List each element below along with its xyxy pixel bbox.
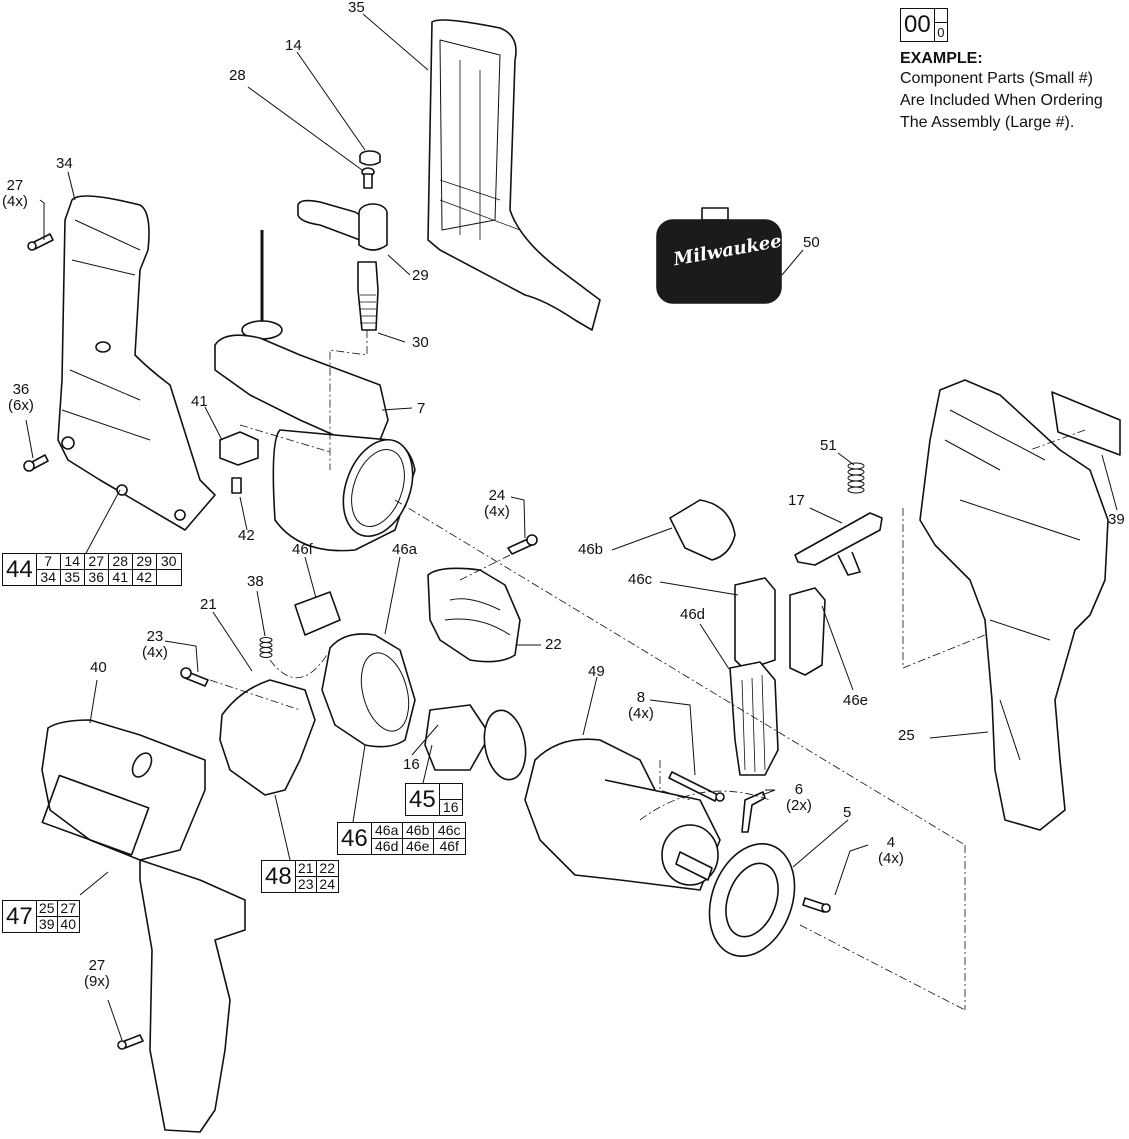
assembly-box-44: 44 7 14 27 28 29 30 34 35 36 41 42 — [2, 553, 182, 586]
callout-39: 39 — [1108, 511, 1125, 528]
part-6-clip — [741, 791, 766, 833]
part-38-spring — [259, 637, 273, 658]
assembly-box-46: 46 46a 46b 46c 46d 46e 46f — [337, 822, 466, 855]
part-46b-board — [669, 499, 736, 561]
callout-27-bottom: 27(9x) — [84, 957, 110, 990]
callout-28: 28 — [229, 67, 246, 84]
part-41-block — [219, 431, 259, 466]
screw-8 — [668, 771, 719, 802]
part-46d-terminal — [729, 661, 779, 776]
part-50-carry-case — [701, 207, 729, 221]
legend-line: Are Included When Ordering — [900, 92, 1103, 109]
callout-16: 16 — [403, 756, 420, 773]
part-46e-trigger — [789, 587, 826, 676]
callout-46a: 46a — [392, 541, 418, 558]
legend-example-box: 00 0 — [900, 8, 948, 42]
callout-4: 4(4x) — [878, 834, 904, 867]
callout-46c: 46c — [628, 571, 653, 588]
assembly-legend: 00 0 EXAMPLE: Component Parts (Small #) … — [900, 8, 1103, 134]
callout-21: 21 — [200, 596, 217, 613]
callout-30: 30 — [412, 334, 429, 351]
part-46c-switch — [734, 577, 776, 671]
callout-5: 5 — [843, 804, 852, 821]
part-7-clamp — [214, 334, 389, 441]
part-30-bolt — [357, 261, 379, 331]
part-34-handle — [57, 195, 216, 531]
callout-40: 40 — [90, 659, 107, 676]
legend-example-small: 0 — [937, 25, 945, 40]
callout-23: 23(4x) — [142, 628, 168, 661]
part-25-housing-half — [919, 379, 1109, 831]
callout-46d: 46d — [680, 606, 706, 623]
callout-51: 51 — [820, 437, 837, 454]
legend-example-big: 00 — [901, 9, 935, 41]
callout-22: 22 — [545, 636, 562, 653]
part-22-bracket — [427, 567, 521, 663]
callout-17: 17 — [788, 492, 805, 509]
callout-25: 25 — [898, 727, 915, 744]
callout-35: 35 — [348, 0, 365, 16]
callout-46b: 46b — [578, 541, 604, 558]
callout-41: 41 — [191, 393, 208, 410]
part-35-handle-half — [427, 19, 601, 331]
part-51-spring — [847, 462, 865, 494]
legend-line: The Assembly (Large #). — [900, 114, 1075, 131]
assembly-box-48: 48 21 22 23 24 — [261, 860, 339, 893]
screw-27-top — [27, 233, 54, 251]
part-16-rotor — [424, 704, 491, 771]
callout-24: 24(4x) — [484, 487, 510, 520]
part-40-housing-cover — [41, 719, 206, 861]
callout-34: 34 — [56, 155, 73, 172]
legend-line: Component Parts (Small #) — [900, 70, 1093, 87]
callout-49: 49 — [588, 663, 605, 680]
part-17-button — [794, 512, 883, 566]
part-39-label — [1051, 391, 1121, 456]
callout-50: 50 — [803, 234, 820, 251]
screw-36 — [23, 454, 49, 472]
callout-46f: 46f — [292, 541, 313, 558]
part-21-cover — [219, 679, 316, 796]
callout-27-top: 27(4x) — [2, 177, 28, 210]
callout-6: 6(2x) — [786, 781, 812, 814]
legend-heading: EXAMPLE: — [900, 50, 983, 67]
callout-42: 42 — [238, 527, 255, 544]
callout-8: 8(4x) — [628, 689, 654, 722]
assembly-box-47: 47 25 27 39 40 — [2, 900, 80, 933]
callout-36: 36(6x) — [8, 381, 34, 414]
callout-38: 38 — [247, 573, 264, 590]
part-47-housing-grip — [139, 859, 246, 1133]
part-29-lever — [297, 199, 361, 241]
assembly-box-45: 45 16 — [405, 783, 463, 816]
part-42-screw — [231, 477, 242, 494]
callout-14: 14 — [285, 37, 302, 54]
callout-7: 7 — [417, 400, 426, 417]
callout-29: 29 — [412, 267, 429, 284]
part-46f-sensor-board — [294, 591, 341, 636]
callout-46e: 46e — [843, 692, 869, 709]
